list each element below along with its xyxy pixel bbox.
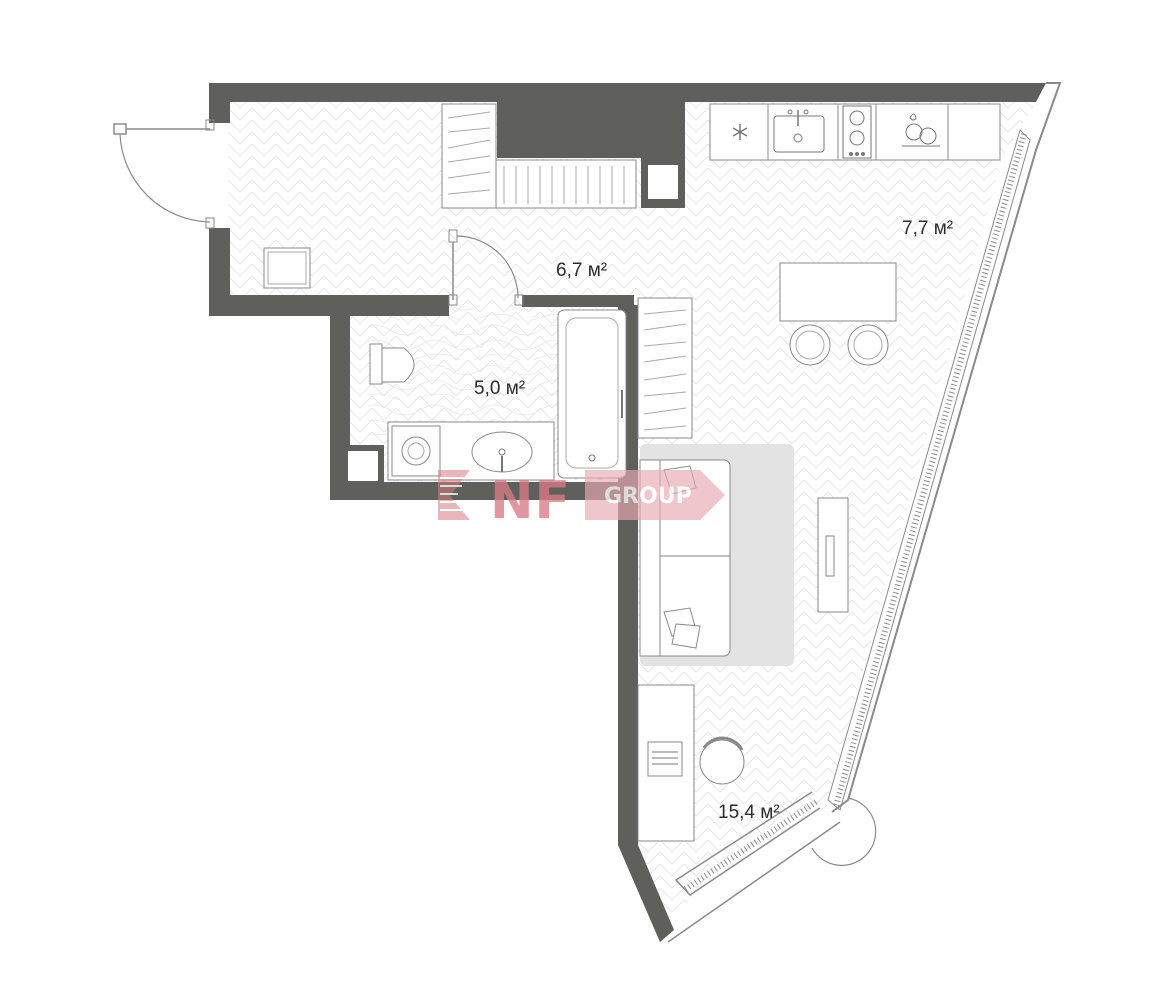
kitchen-sink-icon (773, 109, 825, 153)
wall-left-upper (209, 83, 230, 123)
wall-hall-bottom (209, 295, 449, 316)
area-label-hall: 6,7 м² (556, 260, 607, 281)
tv-stand-icon (817, 497, 849, 613)
walls (209, 83, 1046, 942)
dining-table-icon (779, 262, 897, 366)
entrance-door (113, 119, 215, 229)
toilet-icon (369, 343, 415, 385)
bathtub-icon (557, 309, 627, 479)
area-label-bathroom: 5,0 м² (474, 378, 525, 399)
washbasin-icon (471, 431, 533, 473)
wall-bath-top (522, 295, 634, 307)
area-label-kitchen: 7,7 м² (902, 218, 953, 239)
wardrobe-hall (441, 103, 637, 209)
window-facade (667, 82, 1062, 943)
balcony-arc (811, 797, 877, 866)
watermark-logo: NF GROUP (438, 470, 725, 531)
kitchen-counter (709, 103, 1001, 161)
washing-machine-icon (391, 425, 441, 477)
cooktop-icon (842, 105, 872, 159)
shaft-bath (342, 445, 384, 487)
wall-bath-bottom (330, 482, 630, 500)
dishwasher-icon (902, 113, 940, 147)
shaft-kitchen (642, 159, 684, 205)
wall-left-lower (209, 228, 230, 316)
armchair-icon (699, 736, 745, 785)
desk-icon (637, 684, 695, 842)
watermark-brand: NF (490, 471, 571, 531)
watermark-group: GROUP (604, 484, 692, 509)
bathroom-door (448, 229, 524, 306)
fridge-icon (732, 124, 748, 140)
pouf-icon (263, 247, 311, 289)
wall-living-left (618, 305, 674, 942)
wall-top (209, 83, 1046, 208)
area-label-living: 15,4 м² (718, 802, 780, 823)
wardrobe-living (637, 297, 693, 439)
